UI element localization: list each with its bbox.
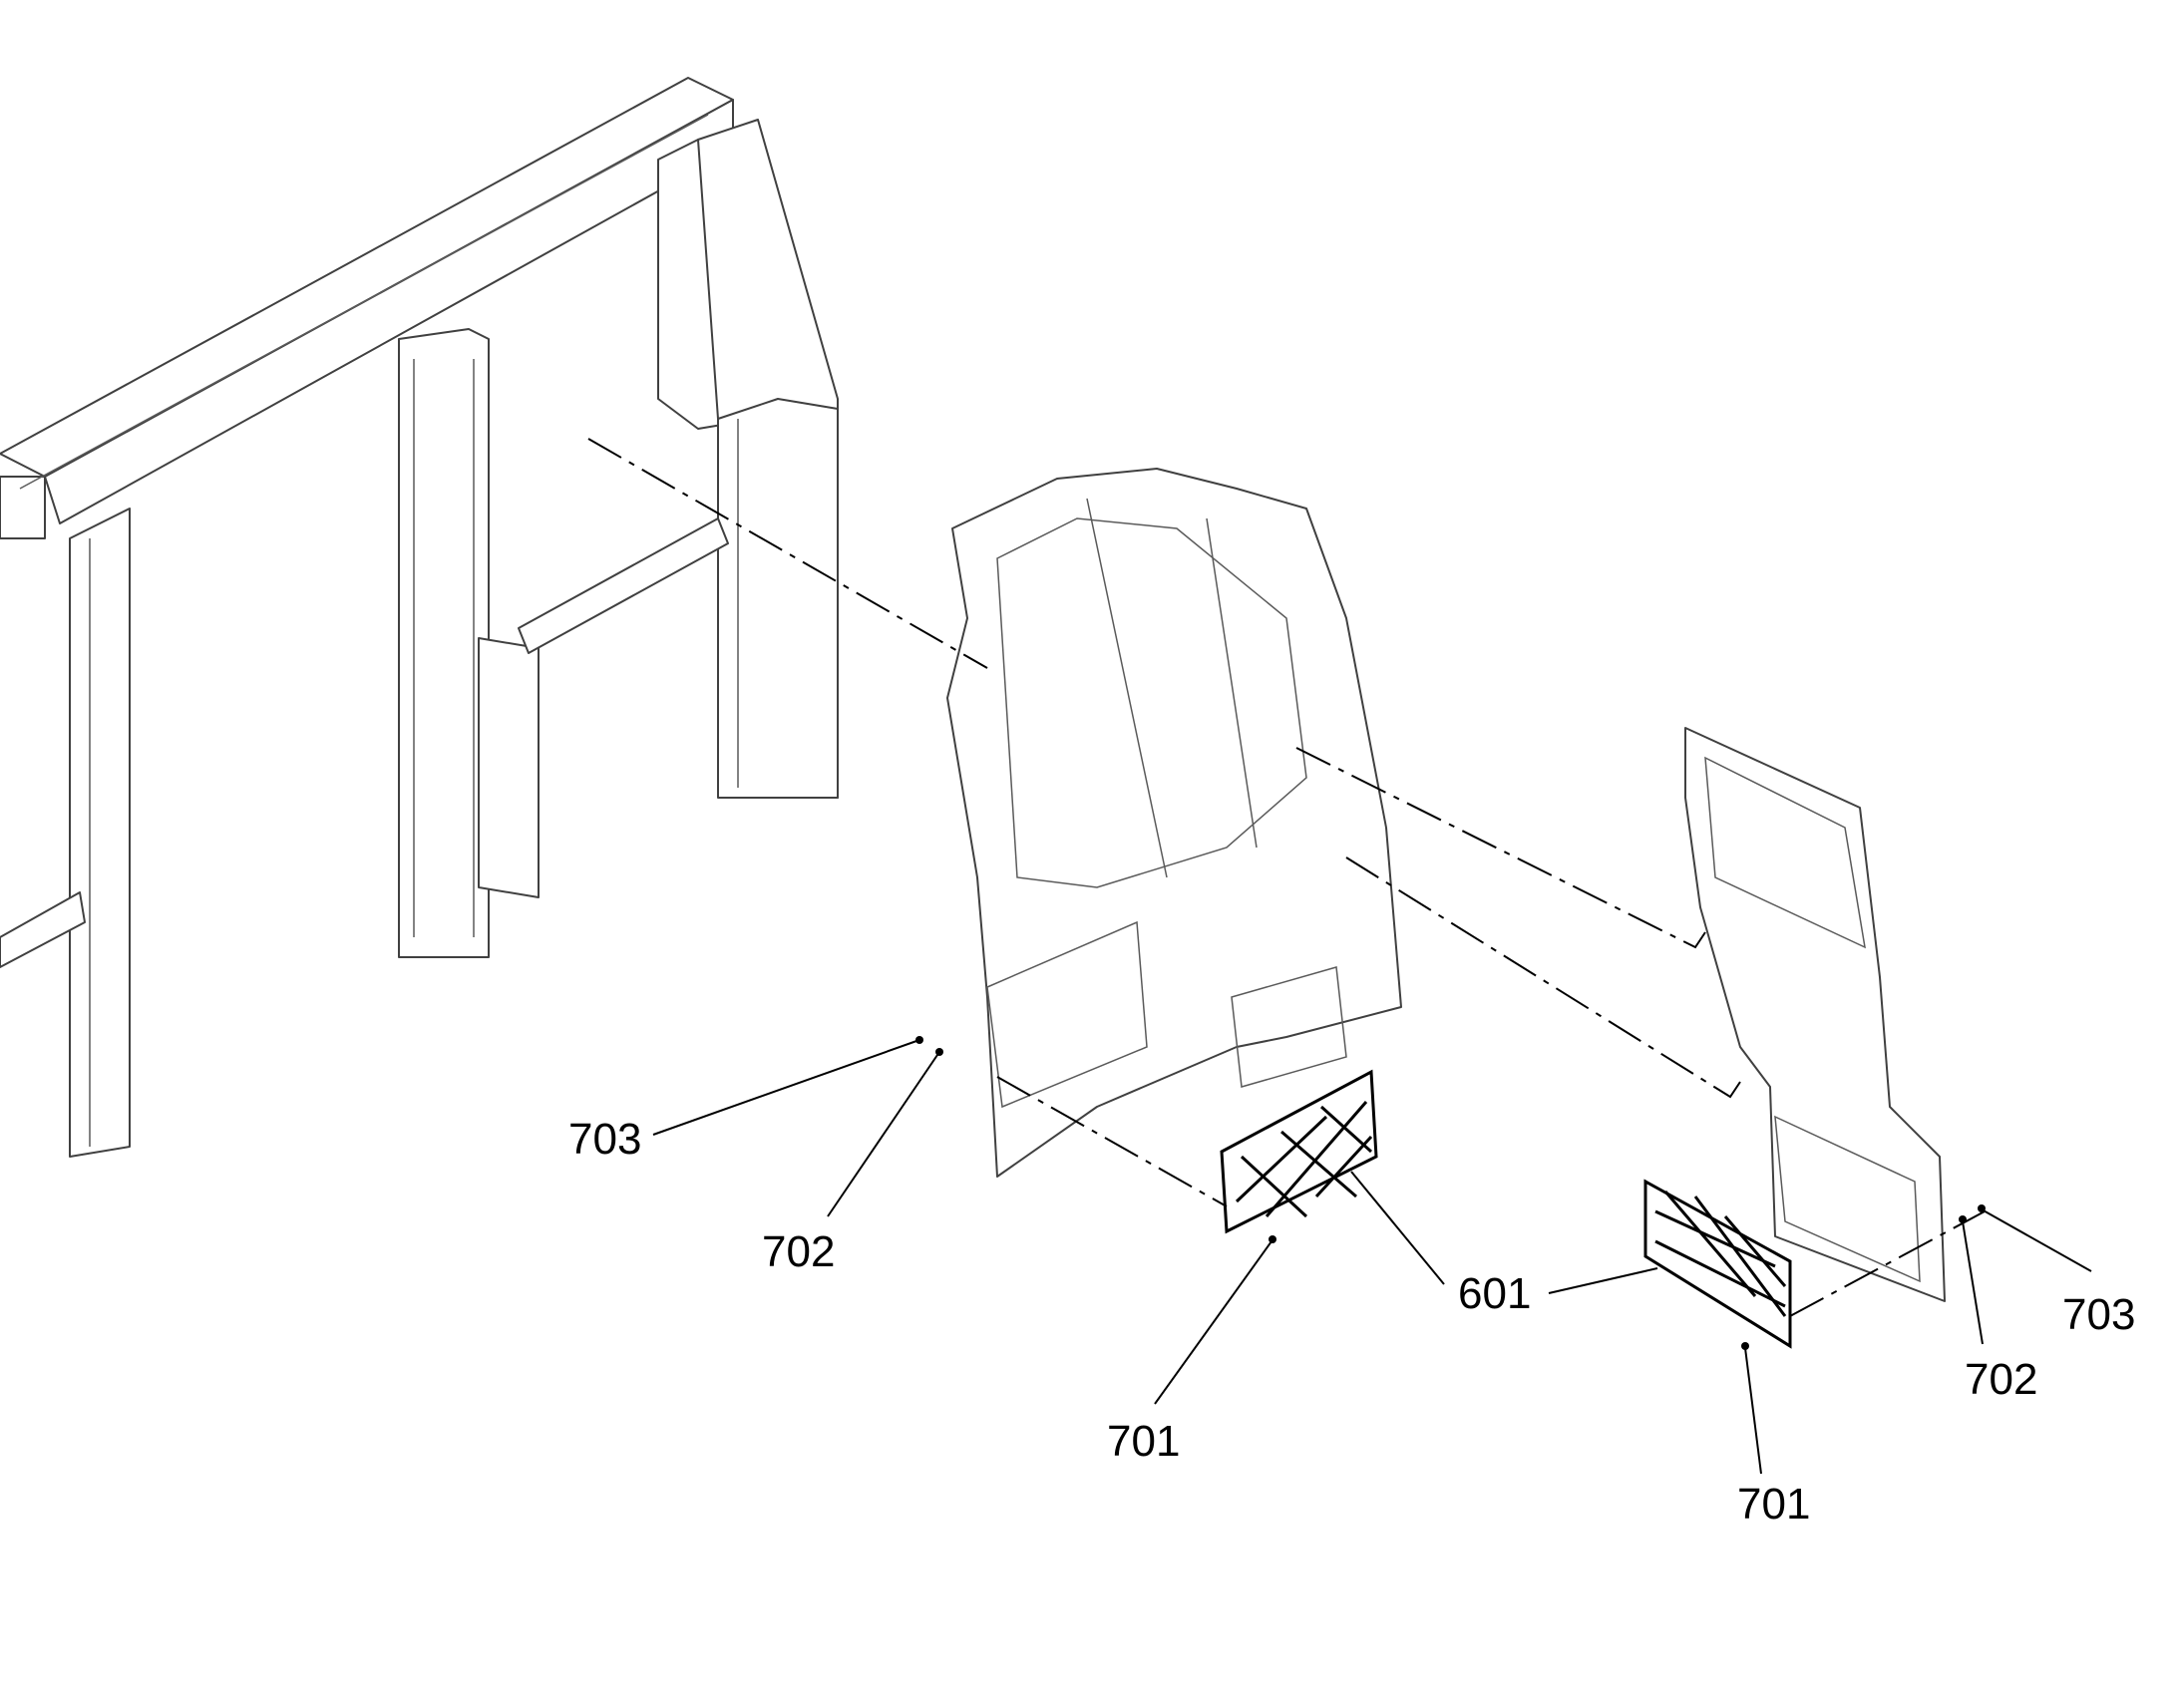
callout-701-right: 701 xyxy=(1737,1480,1810,1529)
center-panel xyxy=(946,468,1402,1178)
net-601-left xyxy=(1220,1069,1378,1234)
callout-703-right: 703 xyxy=(2062,1290,2135,1339)
callout-601: 601 xyxy=(1458,1269,1531,1318)
net-601-right xyxy=(1643,1179,1792,1349)
right-panel xyxy=(1684,727,1946,1302)
callout-702-left: 702 xyxy=(762,1227,835,1276)
callout-702-right: 702 xyxy=(1965,1355,2037,1404)
leader-lines xyxy=(652,1036,2092,1475)
callout-701-left: 701 xyxy=(1107,1417,1180,1466)
alignment-lines xyxy=(587,438,1986,1317)
frame-assembly xyxy=(0,77,839,1158)
callout-703-left: 703 xyxy=(568,1115,641,1164)
